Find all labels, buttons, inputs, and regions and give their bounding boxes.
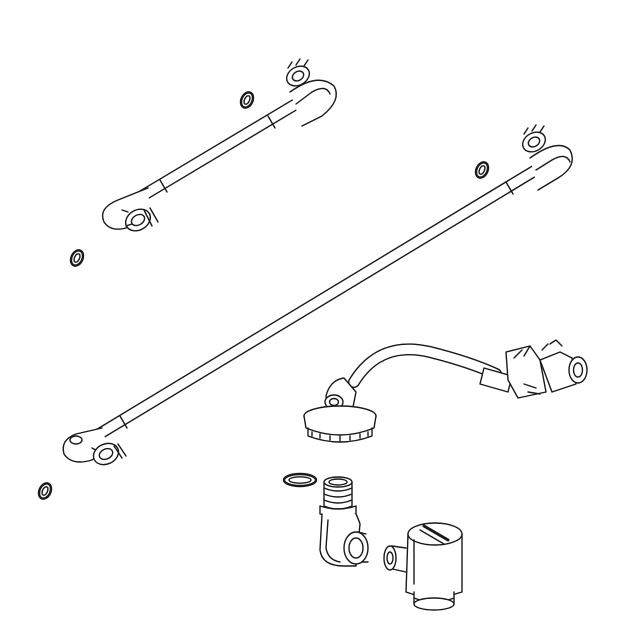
o-ring-icon (37, 482, 53, 500)
o-ring-icon (239, 91, 255, 109)
long-pipe (62, 124, 573, 466)
drain-assembly (303, 339, 588, 443)
fitting-valve (383, 522, 463, 611)
o-ring-icon (474, 161, 490, 179)
o-ring-icon (282, 472, 318, 488)
o-ring-icon (69, 249, 85, 267)
short-pipe (101, 58, 337, 232)
elbow-connector (319, 476, 369, 567)
